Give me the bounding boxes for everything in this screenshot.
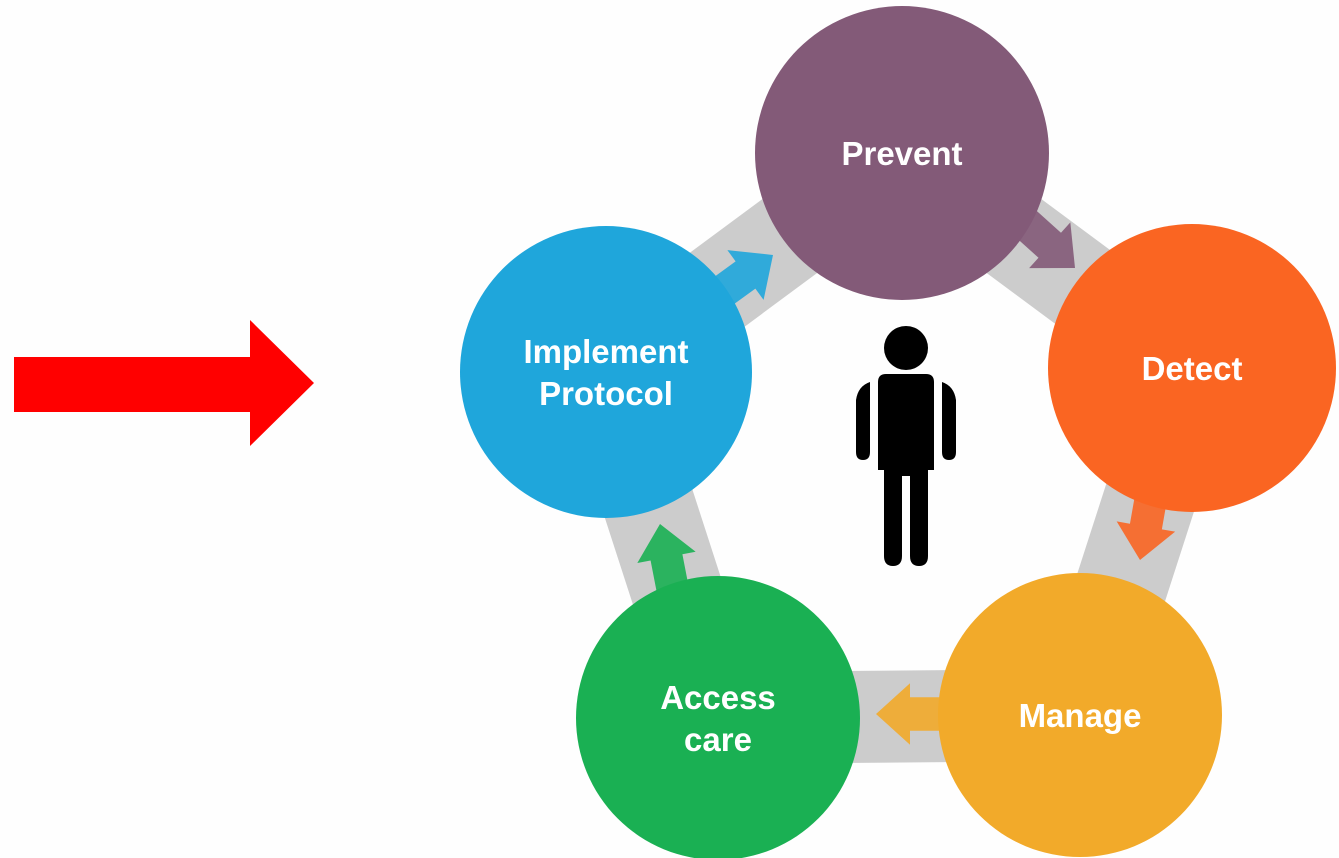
stage-circle xyxy=(938,573,1222,857)
stage-label: Prevent xyxy=(841,135,962,172)
stage-detect: Detect xyxy=(1048,224,1336,512)
stage-circle xyxy=(1048,224,1336,512)
stage-manage: Manage xyxy=(938,573,1222,857)
stage-prevent: Prevent xyxy=(755,6,1049,300)
stage-label: Manage xyxy=(1019,697,1142,734)
stage-label: Protocol xyxy=(539,375,673,412)
stage-label: Detect xyxy=(1142,350,1243,387)
stage-circle xyxy=(576,576,860,858)
stage-access-care: Access care xyxy=(576,576,860,858)
stage-circle xyxy=(755,6,1049,300)
red-pointer-arrow xyxy=(14,320,314,446)
stage-label: care xyxy=(684,721,752,758)
stage-label: Implement xyxy=(523,333,688,370)
stage-circle xyxy=(460,226,752,518)
person-icon xyxy=(856,326,956,566)
stage-label: Access xyxy=(660,679,776,716)
